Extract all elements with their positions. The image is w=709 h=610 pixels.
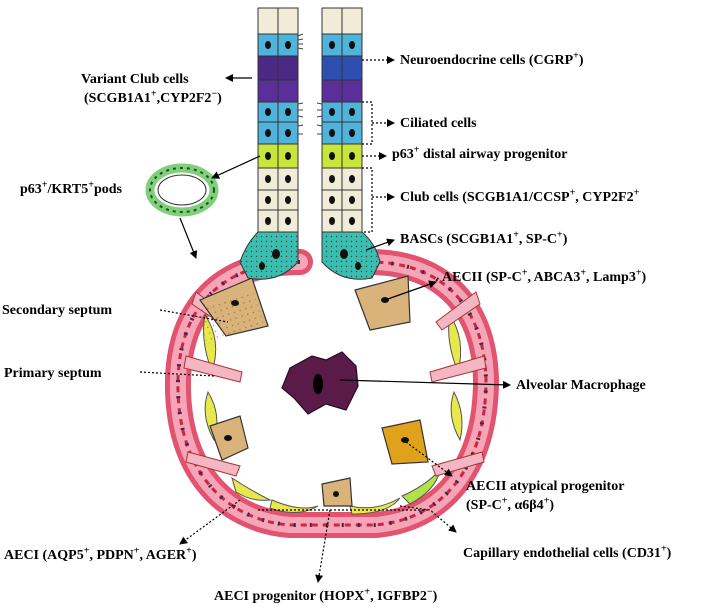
- alveolar-wall: [164, 249, 500, 538]
- airway-nuclei: [259, 41, 361, 270]
- airway-cell-divisions: [277, 8, 343, 232]
- label-capillary-endothelial: Capillary endothelial cells (CD31+): [463, 543, 672, 561]
- label-bascs: BASCs (SCGB1A1+, SP-C+): [400, 229, 568, 247]
- label-neuroendocrine: Neuroendocrine cells (CGRP+): [400, 50, 584, 68]
- label-primary-septum: Primary septum: [4, 366, 102, 381]
- aecii-cells: [195, 275, 429, 507]
- label-alveolar-macrophage: Alveolar Macrophage: [516, 378, 646, 393]
- label-aeci: AECI (AQP5+, PDPN+, AGER+): [4, 545, 197, 563]
- label-club-cells: Club cells (SCGB1A1/CCSP+, CYP2F2+: [400, 187, 640, 205]
- label-aecii: AECII (SP-C+, ABCA3+, Lamp3+): [442, 267, 647, 285]
- leader-arrows: [139, 56, 511, 583]
- label-aecii-atypical: AECII atypical progenitor: [466, 479, 625, 494]
- label-krt5-pods: p63+/KRT5+pods: [20, 179, 122, 197]
- label-aeci-progenitor: AECI progenitor (HOPX+, IGFBP2−): [214, 586, 438, 604]
- krt5-pod: [145, 163, 219, 217]
- label-variant-club-markers: (SCGB1A1+,CYP2F2−): [84, 88, 222, 106]
- label-variant-club: Variant Club cells: [81, 72, 189, 87]
- label-ciliated: Ciliated cells: [400, 116, 477, 131]
- label-p63-distal: p63+ distal airway progenitor: [392, 144, 568, 162]
- label-secondary-septum: Secondary septum: [2, 303, 113, 318]
- label-aecii-atypical-markers: (SP-C+, α6β4+): [466, 495, 555, 513]
- cilia: [297, 33, 323, 135]
- alveolar-macrophage: [281, 351, 359, 415]
